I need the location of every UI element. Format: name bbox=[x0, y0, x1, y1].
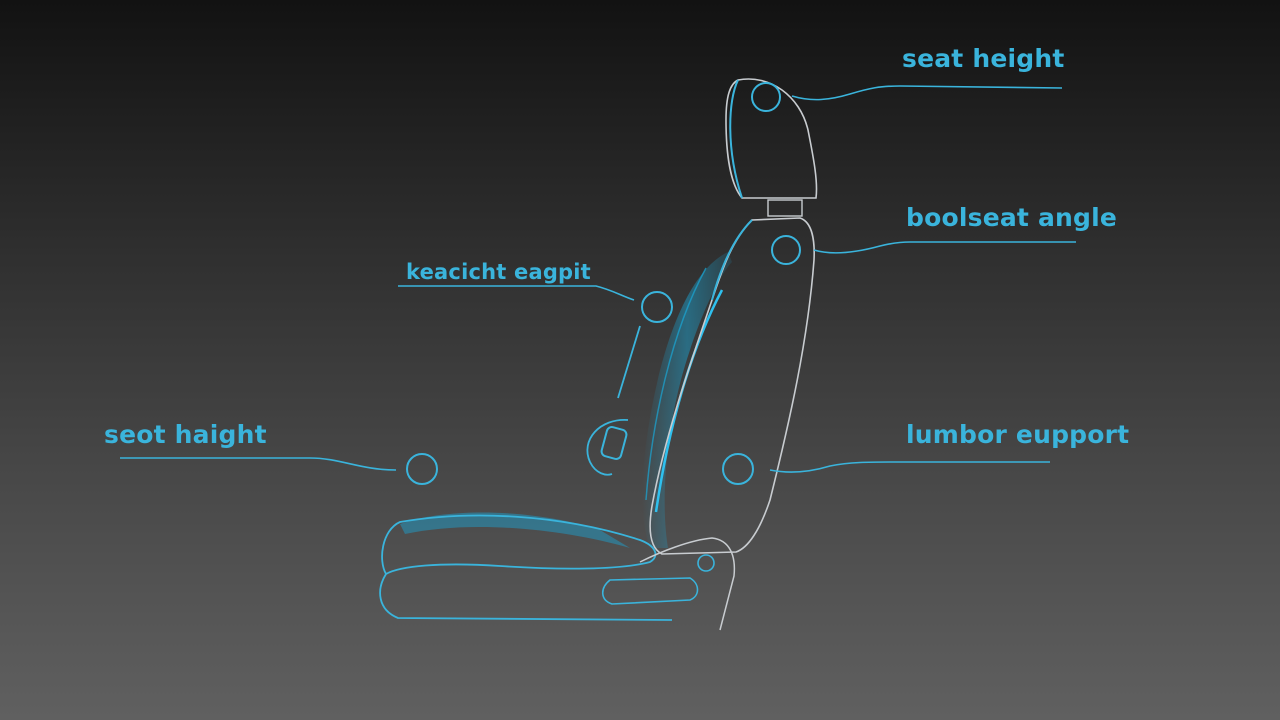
lever-arc bbox=[586, 419, 629, 476]
backrest-glow-line-2 bbox=[645, 267, 707, 501]
seat-rail bbox=[639, 537, 736, 631]
cushion-glow bbox=[400, 512, 630, 548]
label-top-right: seat height bbox=[902, 44, 1065, 73]
label-left: seot haight bbox=[104, 420, 267, 449]
backrest-accent bbox=[711, 219, 753, 301]
marker-seat bbox=[406, 453, 438, 485]
headrest-outline bbox=[725, 78, 818, 199]
label-middle-left: keacicht eagpit bbox=[406, 260, 591, 284]
lever-icon bbox=[600, 426, 628, 460]
rail-pivot bbox=[697, 554, 715, 572]
leader-top-right bbox=[791, 85, 1063, 101]
marker-backrest-top bbox=[771, 235, 801, 265]
leader-left bbox=[120, 457, 397, 471]
headrest-posts bbox=[767, 199, 803, 217]
label-bottom-right: lumbor eupport bbox=[906, 420, 1130, 449]
cushion-base bbox=[379, 573, 673, 621]
recline-lever bbox=[617, 325, 641, 399]
label-middle-right: boolseat angle bbox=[906, 203, 1118, 232]
leader-middle-right bbox=[813, 241, 1076, 254]
backrest-outline bbox=[649, 217, 815, 555]
leader-middle-left bbox=[398, 285, 635, 301]
marker-headrest bbox=[751, 82, 781, 112]
marker-recline bbox=[641, 291, 673, 323]
headrest-accent bbox=[729, 79, 743, 199]
seat-rail-lower bbox=[601, 577, 699, 605]
marker-lumbar bbox=[722, 453, 754, 485]
backrest-glow bbox=[642, 252, 732, 548]
leader-bottom-right bbox=[769, 461, 1050, 473]
cushion-outline bbox=[381, 514, 657, 576]
